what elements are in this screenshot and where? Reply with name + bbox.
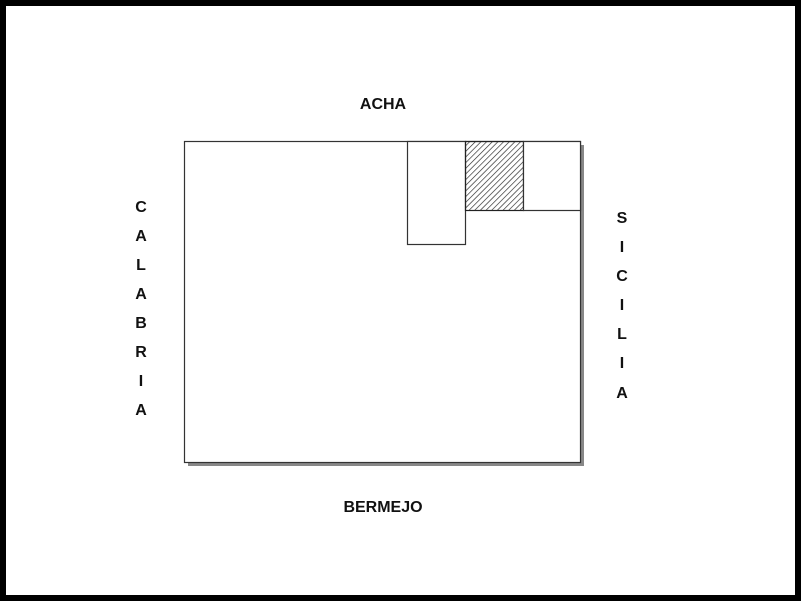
label-left-letter: A — [135, 286, 147, 303]
label-left-letter: L — [136, 257, 146, 274]
label-right-letter: L — [617, 326, 627, 343]
label-bottom: BERMEJO — [343, 499, 422, 516]
label-left-letter: I — [139, 373, 143, 390]
label-left-letter: A — [135, 228, 147, 245]
label-right: S I C I L I A — [616, 210, 628, 402]
diagram: ACHA BERMEJO C A L A B R I A S I C I L I… — [135, 96, 628, 516]
small-plot-left — [406, 140, 467, 246]
label-right-letter: I — [620, 355, 624, 372]
label-right-letter: I — [620, 297, 624, 314]
label-left-letter: B — [135, 315, 147, 332]
label-right-letter: I — [620, 239, 624, 256]
diagram-canvas: ACHA BERMEJO C A L A B R I A S I C I L I… — [6, 6, 795, 595]
label-left-letter: R — [135, 344, 147, 361]
label-left: C A L A B R I A — [135, 199, 147, 419]
label-right-letter: S — [617, 210, 628, 227]
hatched-plot — [464, 140, 525, 212]
label-top: ACHA — [360, 96, 407, 113]
label-left-letter: C — [135, 199, 147, 216]
label-right-letter: C — [616, 268, 628, 285]
label-left-letter: A — [135, 402, 147, 419]
label-right-letter: A — [616, 385, 628, 402]
small-plot-right — [522, 140, 582, 212]
